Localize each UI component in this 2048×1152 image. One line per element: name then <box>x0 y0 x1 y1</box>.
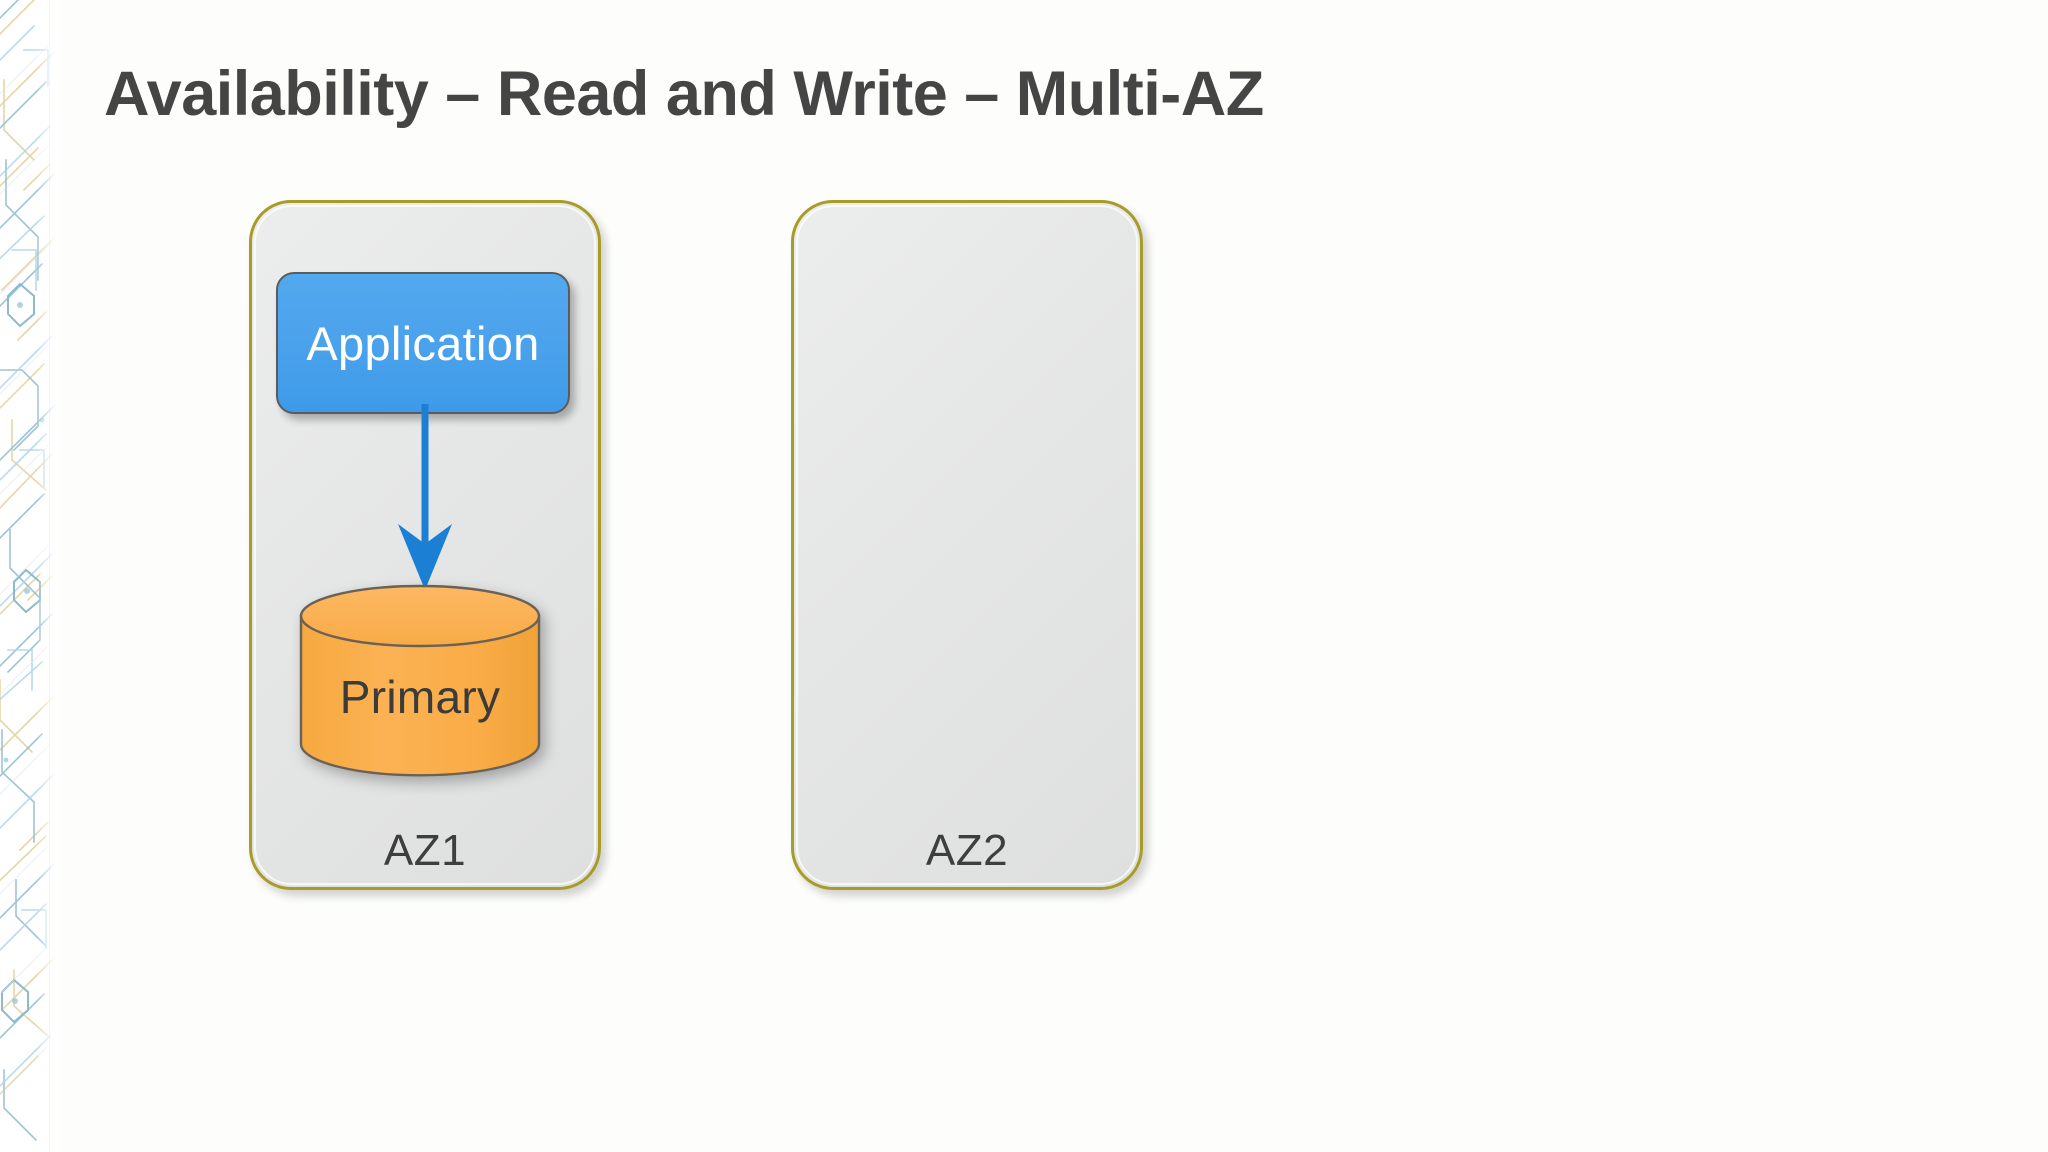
node-application[interactable]: Application <box>276 272 570 414</box>
availability-zone-az2-label: AZ2 <box>925 826 1009 875</box>
connector-application-to-primary <box>398 404 452 590</box>
availability-zone-az2 <box>791 200 1143 890</box>
left-decorative-strip <box>0 0 62 1152</box>
availability-zone-az1-label: AZ1 <box>383 826 467 875</box>
strip-fade-overlay <box>36 0 62 1152</box>
node-application-label: Application <box>306 316 540 370</box>
page-title: Availability – Read and Write – Multi-AZ <box>104 59 1264 129</box>
node-primary-database[interactable] <box>298 583 542 777</box>
